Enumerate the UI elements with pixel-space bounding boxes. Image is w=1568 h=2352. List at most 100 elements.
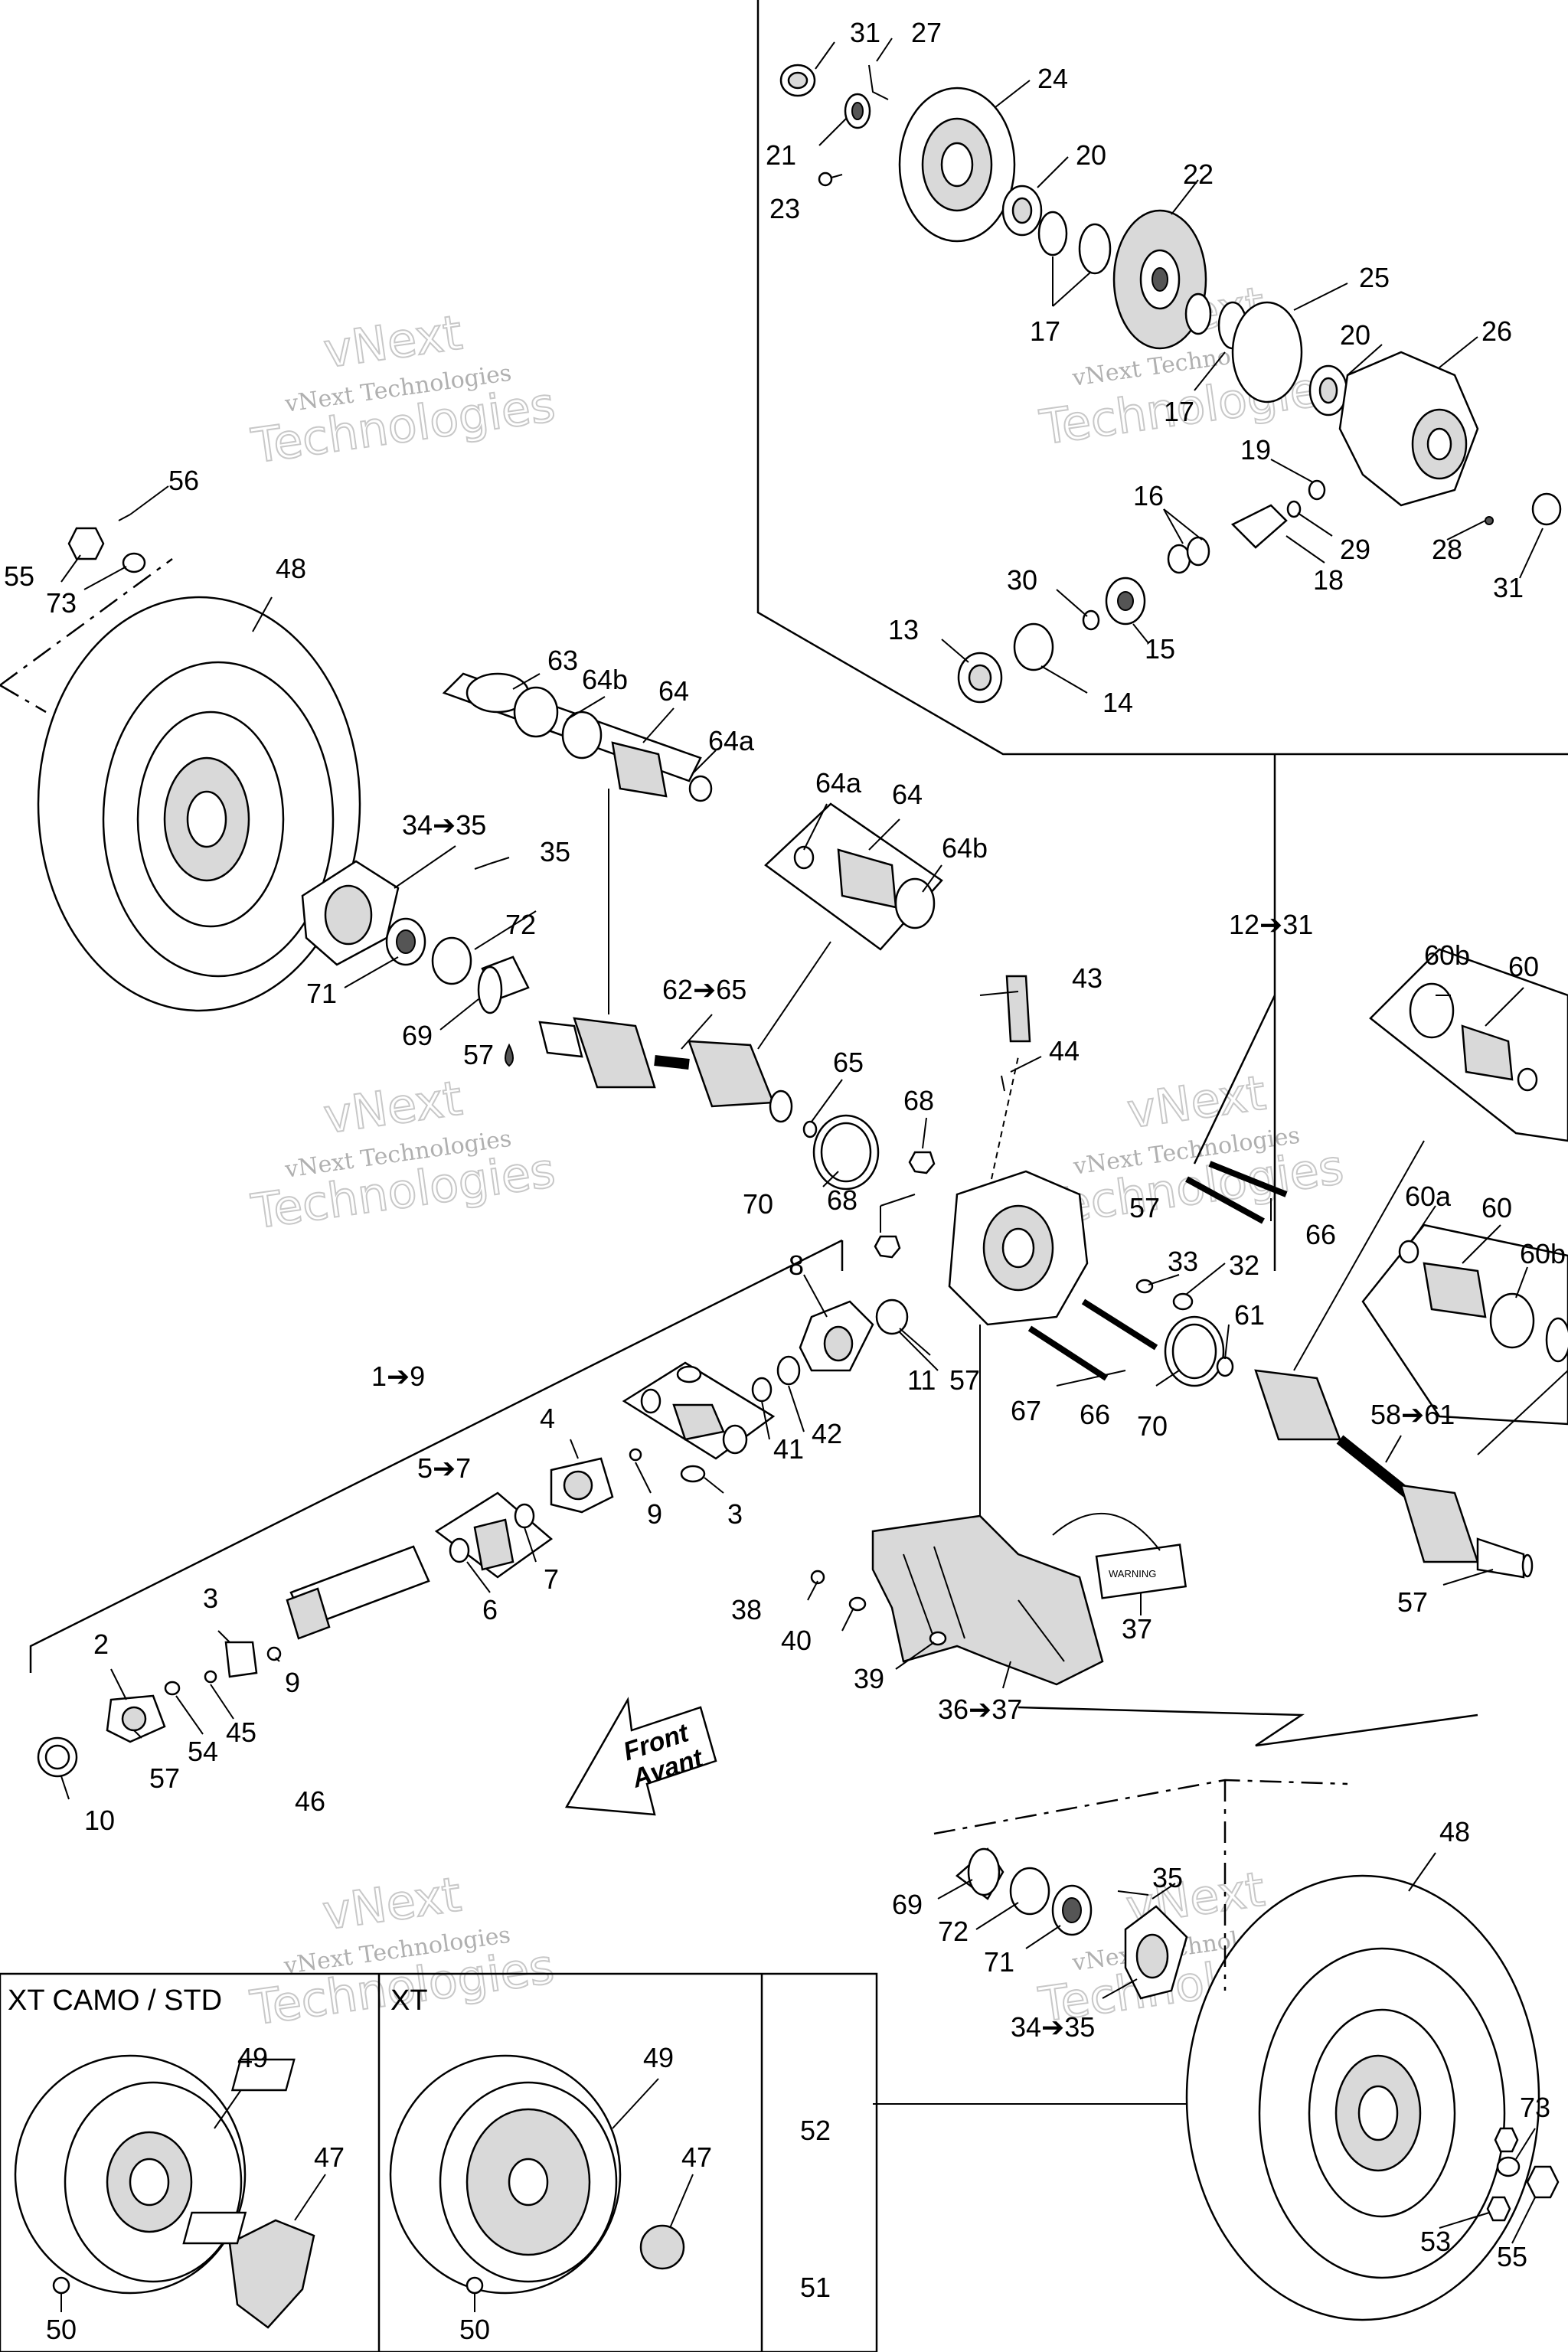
label-73b: 73 bbox=[1520, 2092, 1550, 2123]
label-19: 19 bbox=[1240, 434, 1271, 466]
label-44: 44 bbox=[1049, 1035, 1080, 1067]
label-65: 65 bbox=[833, 1047, 864, 1078]
label-47: 47 bbox=[314, 2141, 345, 2173]
front-direction-arrow: Front Avant bbox=[564, 1697, 717, 1816]
label-30: 30 bbox=[1007, 564, 1037, 596]
label-60a: 60a bbox=[1405, 1181, 1452, 1212]
label-52: 52 bbox=[800, 2115, 831, 2146]
label-71b: 71 bbox=[984, 1946, 1014, 1978]
label-14: 14 bbox=[1102, 687, 1133, 718]
differential-frame bbox=[756, 0, 1568, 756]
label-29: 29 bbox=[1340, 534, 1370, 565]
frame-connector-2 bbox=[1193, 995, 1276, 1165]
label-24: 24 bbox=[1037, 63, 1068, 94]
svg-text:vNext: vNext bbox=[319, 1866, 465, 1940]
label-49b: 49 bbox=[643, 2042, 674, 2073]
label-12-31: 12➔31 bbox=[1229, 909, 1313, 940]
label-70: 70 bbox=[743, 1188, 773, 1220]
differential-parts bbox=[779, 64, 1562, 704]
label-60-b: 60 bbox=[1481, 1192, 1512, 1223]
label-34-35b: 34➔35 bbox=[1011, 2011, 1095, 2043]
wheel-dash-right bbox=[933, 1779, 1348, 1991]
label-9: 9 bbox=[647, 1498, 662, 1530]
label-15: 15 bbox=[1145, 633, 1175, 665]
watermark-1: vNext vNext Technologies Technologies bbox=[247, 303, 560, 475]
skid-plate: WARNING bbox=[807, 1512, 1187, 1689]
label-56: 56 bbox=[168, 465, 199, 496]
label-10: 10 bbox=[84, 1805, 115, 1836]
label-45: 45 bbox=[226, 1717, 256, 1748]
label-49: 49 bbox=[237, 2042, 268, 2073]
label-68b: 68 bbox=[827, 1184, 858, 1216]
part-labels: 31 27 24 21 20 23 22 17 25 20 26 17 19 1… bbox=[4, 17, 1566, 2345]
label-71: 71 bbox=[306, 978, 337, 1009]
label-17b: 17 bbox=[1164, 396, 1194, 427]
label-66b: 66 bbox=[1080, 1399, 1110, 1430]
label-23: 23 bbox=[769, 193, 800, 224]
label-43: 43 bbox=[1072, 962, 1102, 994]
label-11: 11 bbox=[907, 1364, 936, 1396]
label-57d: 57 bbox=[1397, 1586, 1428, 1618]
label-57a: 57 bbox=[463, 1039, 494, 1070]
label-33: 33 bbox=[1168, 1246, 1198, 1277]
label-54: 54 bbox=[188, 1736, 218, 1767]
label-4: 4 bbox=[540, 1403, 555, 1434]
label-25: 25 bbox=[1359, 262, 1390, 293]
label-31b: 31 bbox=[1493, 572, 1524, 603]
label-47b: 47 bbox=[681, 2141, 712, 2173]
label-13: 13 bbox=[888, 614, 919, 645]
label-34-35: 34➔35 bbox=[402, 809, 486, 841]
watermark-3: vNext vNext Technologies Technologies bbox=[247, 1069, 560, 1240]
label-17: 17 bbox=[1030, 315, 1060, 347]
label-64b: 64b bbox=[582, 664, 628, 695]
svg-text:vNext: vNext bbox=[320, 304, 466, 378]
label-62-65: 62➔65 bbox=[662, 974, 746, 1005]
warning-decal-text: WARNING bbox=[1109, 1568, 1156, 1579]
oil-drop-icon bbox=[505, 1043, 514, 1067]
label-2: 2 bbox=[93, 1628, 109, 1660]
label-57e: 57 bbox=[149, 1762, 180, 1794]
label-50b: 50 bbox=[459, 2314, 490, 2345]
label-38: 38 bbox=[731, 1594, 762, 1625]
label-53: 53 bbox=[1420, 2226, 1451, 2257]
label-39: 39 bbox=[854, 1663, 884, 1694]
label-36-37: 36➔37 bbox=[938, 1694, 1022, 1725]
label-58-61: 58➔61 bbox=[1370, 1399, 1455, 1430]
label-72: 72 bbox=[505, 909, 536, 940]
label-8: 8 bbox=[789, 1250, 804, 1281]
svg-text:vNext: vNext bbox=[1124, 1064, 1269, 1138]
prop-shaft-parts bbox=[37, 1274, 939, 1800]
drive-shaft-left bbox=[442, 672, 943, 1123]
drive-shaft-right bbox=[1254, 948, 1568, 1586]
label-64b-b: 64b bbox=[942, 832, 988, 864]
prop-shaft-frame bbox=[29, 1239, 1478, 1747]
label-48: 48 bbox=[276, 553, 306, 584]
hub-left bbox=[301, 845, 537, 1031]
label-42: 42 bbox=[812, 1418, 842, 1449]
panel-title-std: XT CAMO / STD bbox=[8, 1984, 222, 2017]
rear-wheel-left bbox=[37, 596, 361, 1012]
label-60b: 60b bbox=[1424, 939, 1470, 971]
label-50: 50 bbox=[46, 2314, 77, 2345]
label-21: 21 bbox=[766, 139, 796, 171]
label-64a-b: 64a bbox=[815, 767, 862, 799]
rear-gearbox bbox=[802, 975, 1288, 1591]
label-60b-b: 60b bbox=[1520, 1238, 1566, 1269]
label-27: 27 bbox=[911, 17, 942, 48]
label-48b: 48 bbox=[1439, 1816, 1470, 1847]
label-70b: 70 bbox=[1137, 1410, 1168, 1442]
label-66: 66 bbox=[1305, 1219, 1336, 1250]
label-5-7: 5➔7 bbox=[417, 1452, 471, 1484]
wheel-dash-left bbox=[0, 557, 173, 714]
label-1-9: 1➔9 bbox=[371, 1361, 425, 1392]
option-panels bbox=[0, 1972, 878, 2352]
label-31: 31 bbox=[850, 17, 880, 48]
label-63: 63 bbox=[547, 645, 578, 676]
label-22: 22 bbox=[1183, 158, 1214, 190]
label-6: 6 bbox=[482, 1594, 498, 1625]
label-64: 64 bbox=[658, 675, 689, 707]
label-3b: 3 bbox=[203, 1583, 218, 1614]
panel-title-xt: XT bbox=[390, 1984, 428, 2017]
label-28: 28 bbox=[1432, 534, 1462, 565]
